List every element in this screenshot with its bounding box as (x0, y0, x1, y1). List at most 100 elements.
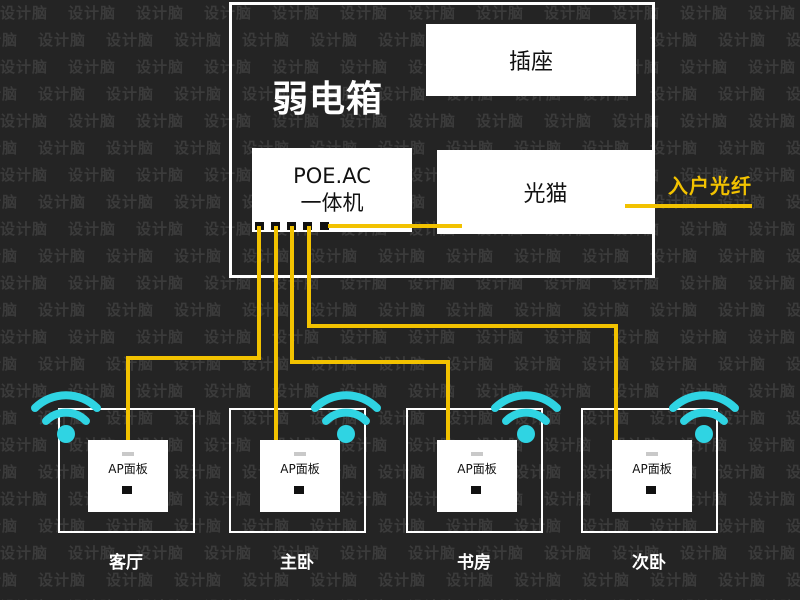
watermark-text: 设计脑 (476, 328, 525, 346)
watermark-text: 设计脑 (544, 594, 612, 600)
watermark-text: 设计脑 (68, 58, 117, 76)
socket-box: 插座 (426, 24, 636, 96)
ap-panel-label: AP面板 (280, 462, 320, 476)
watermark-text: 设计脑 (38, 355, 87, 373)
watermark-text: 设计脑 (272, 594, 340, 600)
watermark-text: 设计脑 (0, 58, 49, 76)
watermark-text: 设计脑 (748, 112, 797, 130)
watermark-text: 设计脑 (514, 355, 563, 373)
watermark-text: 设计脑 (378, 355, 427, 373)
watermark-text: 设计脑 (718, 247, 767, 265)
wifi-icon (491, 391, 561, 443)
watermark-text: 设计脑 (0, 112, 49, 130)
poe-port (303, 222, 312, 230)
watermark-text: 设计脑 (106, 193, 155, 211)
cabinet-title: 弱电箱 (272, 79, 384, 120)
socket-label: 插座 (508, 50, 553, 75)
watermark-text: 设计脑 (680, 4, 729, 22)
room-box (581, 408, 718, 533)
watermark-text: 设计脑 (718, 463, 767, 481)
watermark-text: 设计脑 (544, 544, 593, 562)
watermark-text: 设计脑 (786, 463, 800, 481)
watermark-text: 设计脑 (786, 85, 800, 103)
watermark-text: 设计脑 (718, 355, 767, 373)
wifi-icon (31, 391, 101, 443)
wifi-icon (669, 391, 739, 443)
watermark-text: 设计脑 (38, 247, 87, 265)
watermark-text: 设计脑 (378, 301, 427, 319)
watermark-text: 设计脑 (748, 544, 797, 562)
watermark-text: 设计脑 (0, 31, 19, 49)
watermark-text: 设计脑 (0, 328, 49, 346)
watermark-text: 设计脑 (174, 355, 223, 373)
watermark-text: 设计脑 (408, 328, 457, 346)
watermark-text: 设计脑 (242, 301, 291, 319)
watermark-text: 设计脑 (0, 139, 19, 157)
watermark-row: 设计脑设计脑设计脑设计脑设计脑设计脑设计脑设计脑设计脑设计脑设计脑设计脑设计脑 (0, 594, 800, 600)
watermark-text: 设计脑 (204, 382, 253, 400)
watermark-text: 设计脑 (0, 247, 19, 265)
watermark-text: 设计脑 (476, 594, 544, 600)
watermark-row: 设计脑设计脑设计脑设计脑设计脑设计脑设计脑设计脑设计脑设计脑设计脑设计脑设计脑 (0, 297, 800, 324)
watermark-text: 设计脑 (0, 85, 19, 103)
watermark-text: 设计脑 (136, 594, 204, 600)
watermark-text: 设计脑 (106, 301, 155, 319)
watermark-text: 设计脑 (68, 594, 136, 600)
watermark-text: 设计脑 (136, 58, 185, 76)
watermark-text: 设计脑 (680, 328, 729, 346)
watermark-text: 设计脑 (106, 355, 155, 373)
watermark-text: 设计脑 (106, 31, 155, 49)
watermark-text: 设计脑 (68, 328, 117, 346)
panel-indicator (471, 452, 483, 456)
watermark-text: 设计脑 (446, 301, 495, 319)
watermark-text: 设计脑 (340, 594, 408, 600)
watermark-text: 设计脑 (68, 274, 117, 292)
watermark-text: 设计脑 (0, 517, 19, 535)
watermark-text: 设计脑 (680, 58, 729, 76)
watermark-text: 设计脑 (612, 328, 661, 346)
watermark-text: 设计脑 (38, 85, 87, 103)
panel-port (471, 486, 481, 494)
room-label: 主卧 (280, 553, 314, 573)
watermark-text: 设计脑 (748, 594, 800, 600)
watermark-text: 设计脑 (748, 166, 797, 184)
ap-panel-label: AP面板 (632, 462, 672, 476)
watermark-text: 设计脑 (650, 85, 699, 103)
ap-panel: AP面板 (260, 440, 340, 512)
panel-port (646, 486, 656, 494)
watermark-text: 设计脑 (0, 301, 19, 319)
ap-panel-label: AP面板 (108, 462, 148, 476)
watermark-text: 设计脑 (38, 31, 87, 49)
watermark-text: 设计脑 (748, 220, 797, 238)
watermark-text: 设计脑 (0, 594, 68, 600)
poe-port (271, 222, 280, 230)
panel-port (294, 486, 304, 494)
watermark-text: 设计脑 (718, 85, 767, 103)
panel-indicator (294, 452, 306, 456)
watermark-text: 设计脑 (174, 571, 223, 589)
watermark-text: 设计脑 (786, 193, 800, 211)
watermark-text: 设计脑 (68, 220, 117, 238)
watermark-text: 设计脑 (0, 544, 49, 562)
room-label: 次卧 (632, 553, 666, 573)
panel-indicator (646, 452, 658, 456)
watermark-text: 设计脑 (718, 31, 767, 49)
watermark-text: 设计脑 (650, 31, 699, 49)
watermark-text: 设计脑 (748, 436, 797, 454)
watermark-text: 设计脑 (68, 4, 117, 22)
watermark-text: 设计脑 (136, 220, 185, 238)
watermark-text: 设计脑 (136, 382, 185, 400)
poe-label-line1: POE.AC (293, 164, 371, 188)
ap-panel: AP面板 (437, 440, 517, 512)
watermark-text: 设计脑 (786, 517, 800, 535)
watermark-text: 设计脑 (38, 193, 87, 211)
watermark-text: 设计脑 (650, 139, 699, 157)
panel-port (122, 486, 132, 494)
watermark-text: 设计脑 (0, 463, 19, 481)
watermark-text: 设计脑 (650, 247, 699, 265)
watermark-text: 设计脑 (242, 355, 291, 373)
watermark-text: 设计脑 (136, 328, 185, 346)
poe-port (320, 222, 329, 230)
watermark-text: 设计脑 (106, 85, 155, 103)
watermark-text: 设计脑 (106, 247, 155, 265)
